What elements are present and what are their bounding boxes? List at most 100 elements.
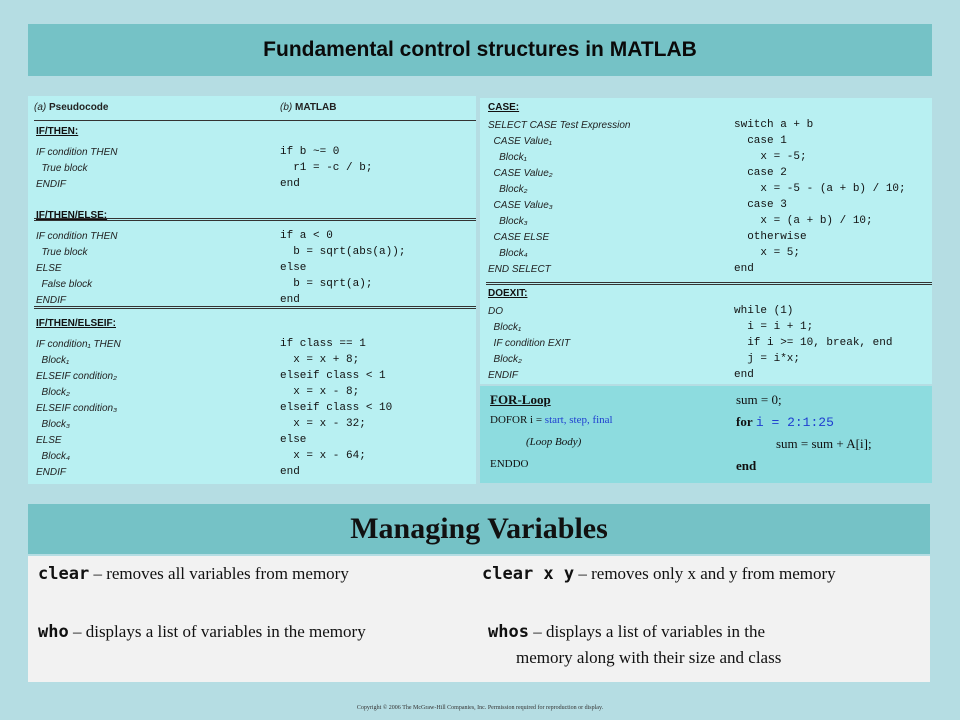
pseudocode-line: ENDIF <box>36 466 66 478</box>
clear-desc: – removes all variables from memory <box>89 564 349 583</box>
matlab-line: r1 = -c / b; <box>280 162 373 174</box>
divider <box>34 218 476 219</box>
for-code-3: sum = sum + A[i]; <box>776 436 872 451</box>
for-pseudo-3: ENDDO <box>490 458 529 470</box>
for-pseudo-1-prefix: DOFOR i = <box>490 414 545 426</box>
pseudocode-line: IF condition EXIT <box>488 338 571 349</box>
header-b-label: (b) <box>280 102 293 113</box>
for-keyword: for <box>736 414 753 429</box>
for-code-1: sum = 0; <box>736 392 782 407</box>
matlab-line: else <box>280 434 307 446</box>
case-doexit-panel: CASE: SELECT CASE Test Expression switch a… <box>480 98 932 384</box>
code-row: IF condition THEN if a < 0 <box>28 228 476 244</box>
pseudocode-line: True block <box>36 246 88 258</box>
code-row: ELSE else <box>28 432 476 448</box>
matlab-line: case 2 <box>734 167 787 179</box>
code-row: Block₃ x = x - 32; <box>28 416 476 432</box>
matlab-line: else <box>280 262 307 274</box>
matlab-line: b = sqrt(abs(a)); <box>280 246 406 258</box>
matlab-line: b = sqrt(a); <box>280 278 373 290</box>
pseudocode-line: Block₄ <box>36 450 71 462</box>
whos-cmd: whos <box>488 622 529 642</box>
code-row: CASE Value₂ case 2 <box>480 166 932 182</box>
matlab-line: if class == 1 <box>280 338 366 350</box>
managing-variables-title: Managing Variables <box>350 512 608 545</box>
pseudocode-line: ENDIF <box>36 178 66 190</box>
code-row: ENDIF end <box>28 176 476 192</box>
matlab-line: x = x - 32; <box>280 418 366 430</box>
section-title: CASE: <box>488 102 520 113</box>
whos-desc: – displays a list of variables in the <box>528 622 766 641</box>
header-b-text: MATLAB <box>295 102 337 113</box>
clear-cmd: clear <box>38 564 90 584</box>
pseudocode-line: CASE Value₁ <box>488 136 552 147</box>
matlab-line: if a < 0 <box>280 230 333 242</box>
pseudocode-line: END SELECT <box>488 264 551 275</box>
code-row: Block₂ j = i*x; <box>480 352 932 368</box>
pseudocode-line: Block₁ <box>488 322 522 333</box>
managing-variables-body: clear – removes all variables from memor… <box>28 556 930 682</box>
matlab-line: i = i + 1; <box>734 321 814 333</box>
code-row: True block r1 = -c / b; <box>28 160 476 176</box>
pseudocode-line: SELECT CASE Test Expression <box>488 120 631 131</box>
pseudocode-header: (a) Pseudocode <box>34 102 108 113</box>
code-row: CASE ELSE otherwise <box>480 230 932 246</box>
matlab-line: elseif class < 10 <box>280 402 393 414</box>
matlab-line: x = (a + b) / 10; <box>734 215 873 227</box>
pseudocode-line: ENDIF <box>488 370 518 381</box>
matlab-line: if i >= 10, break, end <box>734 337 893 349</box>
pseudocode-line: Block₃ <box>36 418 70 430</box>
matlab-line: case 1 <box>734 135 787 147</box>
clear-xy-item: clear x y – removes only x and y from me… <box>482 564 836 584</box>
pseudocode-line: Block₂ <box>488 354 522 365</box>
for-pseudo-1: DOFOR i = start, step, final <box>490 414 613 426</box>
pseudocode-line: ENDIF <box>36 294 66 306</box>
matlab-line: x = -5 - (a + b) / 10; <box>734 183 906 195</box>
matlab-line: end <box>280 294 300 306</box>
copyright-notice: Copyright © 2006 The McGraw-Hill Compani… <box>356 705 604 711</box>
slide-title: Fundamental control structures in MATLAB <box>263 38 697 61</box>
code-row: SELECT CASE Test Expression switch a + b <box>480 118 932 134</box>
who-cmd: who <box>38 622 69 642</box>
code-row: Block₂ x = x - 8; <box>28 384 476 400</box>
code-row: ENDIF end <box>28 292 476 308</box>
code-row: Block₂ x = -5 - (a + b) / 10; <box>480 182 932 198</box>
matlab-line: end <box>280 178 300 190</box>
matlab-line: x = -5; <box>734 151 807 163</box>
matlab-line: elseif class < 1 <box>280 370 386 382</box>
for-code-4: end <box>736 458 757 473</box>
for-range: i = 2:1:25 <box>755 415 834 430</box>
pseudocode-line: ELSE <box>36 262 62 274</box>
matlab-line: x = 5; <box>734 247 801 259</box>
if-structures-panel: (a) Pseudocode (b) MATLAB IF/THEN:IF con… <box>28 96 476 484</box>
matlab-line: switch a + b <box>734 119 814 131</box>
for-code-2: for i = 2:1:25 <box>736 414 834 430</box>
divider <box>486 284 932 285</box>
divider <box>486 282 932 283</box>
pseudocode-line: CASE ELSE <box>488 232 550 243</box>
code-row: END SELECT end <box>480 262 932 278</box>
header-a-text: Pseudocode <box>49 102 109 113</box>
clear-item: clear – removes all variables from memor… <box>38 564 349 584</box>
for-loop-panel: FOR-Loop sum = 0; DOFOR i = start, step,… <box>480 386 932 483</box>
pseudocode-line: ELSE <box>36 434 62 446</box>
divider <box>34 306 476 307</box>
pseudocode-line: IF condition THEN <box>36 230 118 242</box>
whos-item-cont: memory along with their size and class <box>516 648 782 667</box>
code-row: Block₄ x = 5; <box>480 246 932 262</box>
code-row: True block b = sqrt(abs(a)); <box>28 244 476 260</box>
code-row: ELSE else <box>28 260 476 276</box>
slide-title-bar: Fundamental control structures in MATLAB <box>28 24 932 76</box>
matlab-line: end <box>734 263 754 275</box>
pseudocode-line: Block₂ <box>488 184 528 195</box>
matlab-header: (b) MATLAB <box>280 102 337 113</box>
code-row: Block₄ x = x - 64; <box>28 448 476 464</box>
code-row: Block₃ x = (a + b) / 10; <box>480 214 932 230</box>
pseudocode-line: DO <box>488 306 503 317</box>
matlab-line: case 3 <box>734 199 787 211</box>
